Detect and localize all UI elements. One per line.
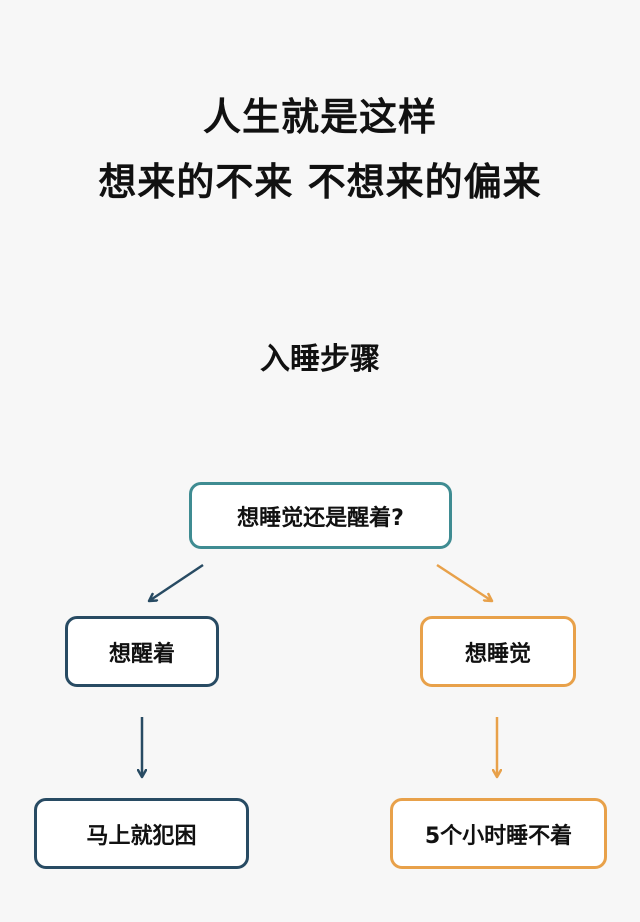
arrow-root-to-right <box>436 563 492 601</box>
node-immediately-sleepy: 马上就犯困 <box>34 798 249 869</box>
node-want-sleep: 想睡觉 <box>420 616 576 687</box>
title-line-2: 想来的不来 不想来的偏来 <box>98 160 542 204</box>
title-line-1: 人生就是这样 <box>202 95 437 139</box>
node-want-awake: 想醒着 <box>65 616 219 687</box>
node-want-sleep-or-awake: 想睡觉还是醒着? <box>189 482 452 549</box>
node-cant-sleep-5-hours: 5个小时睡不着 <box>390 798 607 869</box>
flowchart-title: 入睡步骤 <box>260 342 380 377</box>
arrow-root-to-left <box>149 563 204 601</box>
